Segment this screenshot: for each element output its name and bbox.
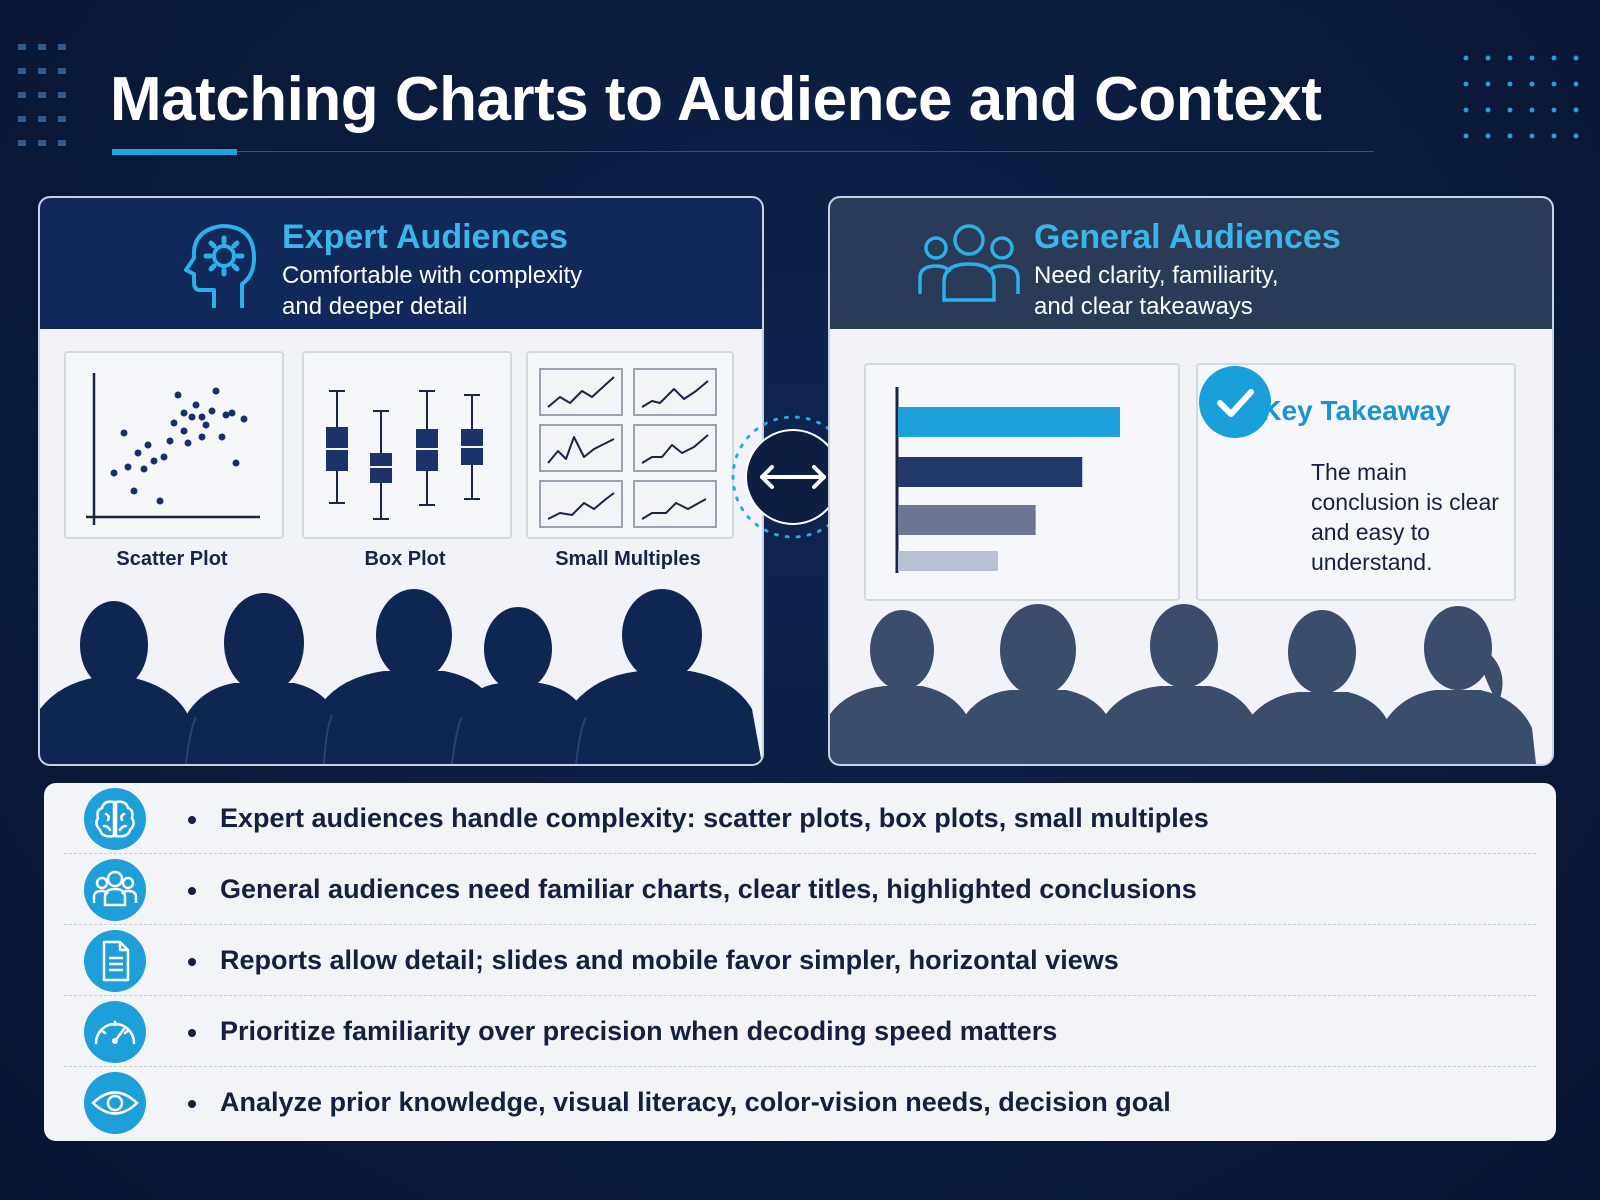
horizontal-bar-chart: [895, 387, 1120, 573]
eye-icon: [91, 1091, 139, 1115]
general-title: General Audiences: [1034, 218, 1341, 256]
row-separator: [64, 924, 1536, 925]
page-title: Matching Charts to Audience and Context: [110, 65, 1322, 134]
expert-body: Scatter Plot Box Plot: [40, 329, 762, 764]
bar-2: [898, 457, 1083, 487]
speedometer-icon-badge: [84, 1001, 146, 1063]
expert-subtitle: Comfortable with complexity and deeper d…: [282, 260, 582, 322]
brain-icon: [95, 800, 135, 838]
title-rule: [112, 151, 1374, 152]
group-icon-badge: [84, 859, 146, 921]
point-text-general: General audiences need familiar charts, …: [220, 874, 1197, 904]
general-panel: General Audiences Need clarity, familiar…: [828, 196, 1554, 766]
point-text-familiarity: Prioritize familiarity over precision wh…: [220, 1016, 1058, 1046]
general-subtitle-line1: Need clarity, familiarity,: [1034, 262, 1279, 289]
summary-point: Prioritize familiarity over precision wh…: [44, 996, 1556, 1067]
box-plot-icon: [326, 390, 483, 520]
speedometer-icon: [94, 1020, 136, 1045]
group-icon: [918, 224, 1020, 302]
key-takeaway-text: The main conclusion is clear and easy to…: [1311, 459, 1499, 575]
group-icon: [92, 870, 138, 907]
bar-1: [898, 407, 1120, 437]
scatter-plot-label: Scatter Plot: [116, 548, 228, 570]
bullet: [188, 887, 196, 895]
summary-point: Analyze prior knowledge, visual literacy…: [44, 1067, 1556, 1138]
bullet: [188, 816, 196, 824]
brain-icon-badge: [84, 788, 146, 850]
decorative-dots-left: [18, 44, 66, 146]
general-body: Key Takeaway The main conclusion is clea…: [830, 329, 1552, 764]
small-multiples-label: Small Multiples: [555, 548, 701, 570]
point-text-experts: Expert audiences handle complexity: scat…: [220, 803, 1209, 833]
small-multiples-card: [526, 351, 734, 539]
expert-title: Expert Audiences: [282, 218, 568, 256]
box-plot-card: [302, 351, 512, 539]
small-multiples-icon: [539, 368, 717, 528]
scatter-plot-card: [64, 351, 284, 539]
check-circle-icon: [1199, 366, 1271, 438]
box-plot-label: Box Plot: [364, 548, 446, 570]
summary-point: General audiences need familiar charts, …: [44, 854, 1556, 925]
row-separator: [64, 1066, 1536, 1067]
expert-header: Expert Audiences Comfortable with comple…: [40, 198, 762, 329]
bar-3: [898, 505, 1036, 535]
row-separator: [64, 995, 1536, 996]
summary-point: Reports allow detail; slides and mobile …: [44, 925, 1556, 996]
decorative-dots-right: [1463, 55, 1579, 139]
point-text-analyze: Analyze prior knowledge, visual literacy…: [220, 1087, 1171, 1117]
scatter-plot-icon: [86, 373, 260, 525]
key-takeaway-card: Key Takeaway The main conclusion is clea…: [1196, 363, 1516, 601]
head-gear-icon: [184, 224, 256, 308]
general-header: General Audiences Need clarity, familiar…: [830, 198, 1552, 329]
expert-subtitle-line1: Comfortable with complexity: [282, 262, 583, 289]
bar-4: [898, 551, 998, 571]
bullet: [188, 1029, 196, 1037]
general-subtitle: Need clarity, familiarity, and clear tak…: [1034, 260, 1279, 322]
point-text-reports: Reports allow detail; slides and mobile …: [220, 945, 1119, 975]
document-icon-badge: [84, 930, 146, 992]
general-subtitle-line2: and clear takeaways: [1034, 293, 1253, 320]
expert-audience-silhouettes: [40, 589, 762, 764]
summary-point: Expert audiences handle complexity: scat…: [44, 783, 1556, 854]
summary-points: Expert audiences handle complexity: scat…: [44, 783, 1556, 1141]
general-audience-silhouettes: [830, 604, 1536, 764]
expert-subtitle-line2: and deeper detail: [282, 293, 468, 320]
key-takeaway-title: Key Takeaway: [1261, 395, 1451, 426]
bar-chart-card: [864, 363, 1180, 601]
document-icon: [102, 940, 130, 982]
title-accent-bar: [112, 149, 237, 155]
eye-icon-badge: [84, 1072, 146, 1134]
bullet: [188, 958, 196, 966]
expert-panel: Expert Audiences Comfortable with comple…: [38, 196, 764, 766]
row-separator: [64, 853, 1536, 854]
bullet: [188, 1100, 196, 1108]
